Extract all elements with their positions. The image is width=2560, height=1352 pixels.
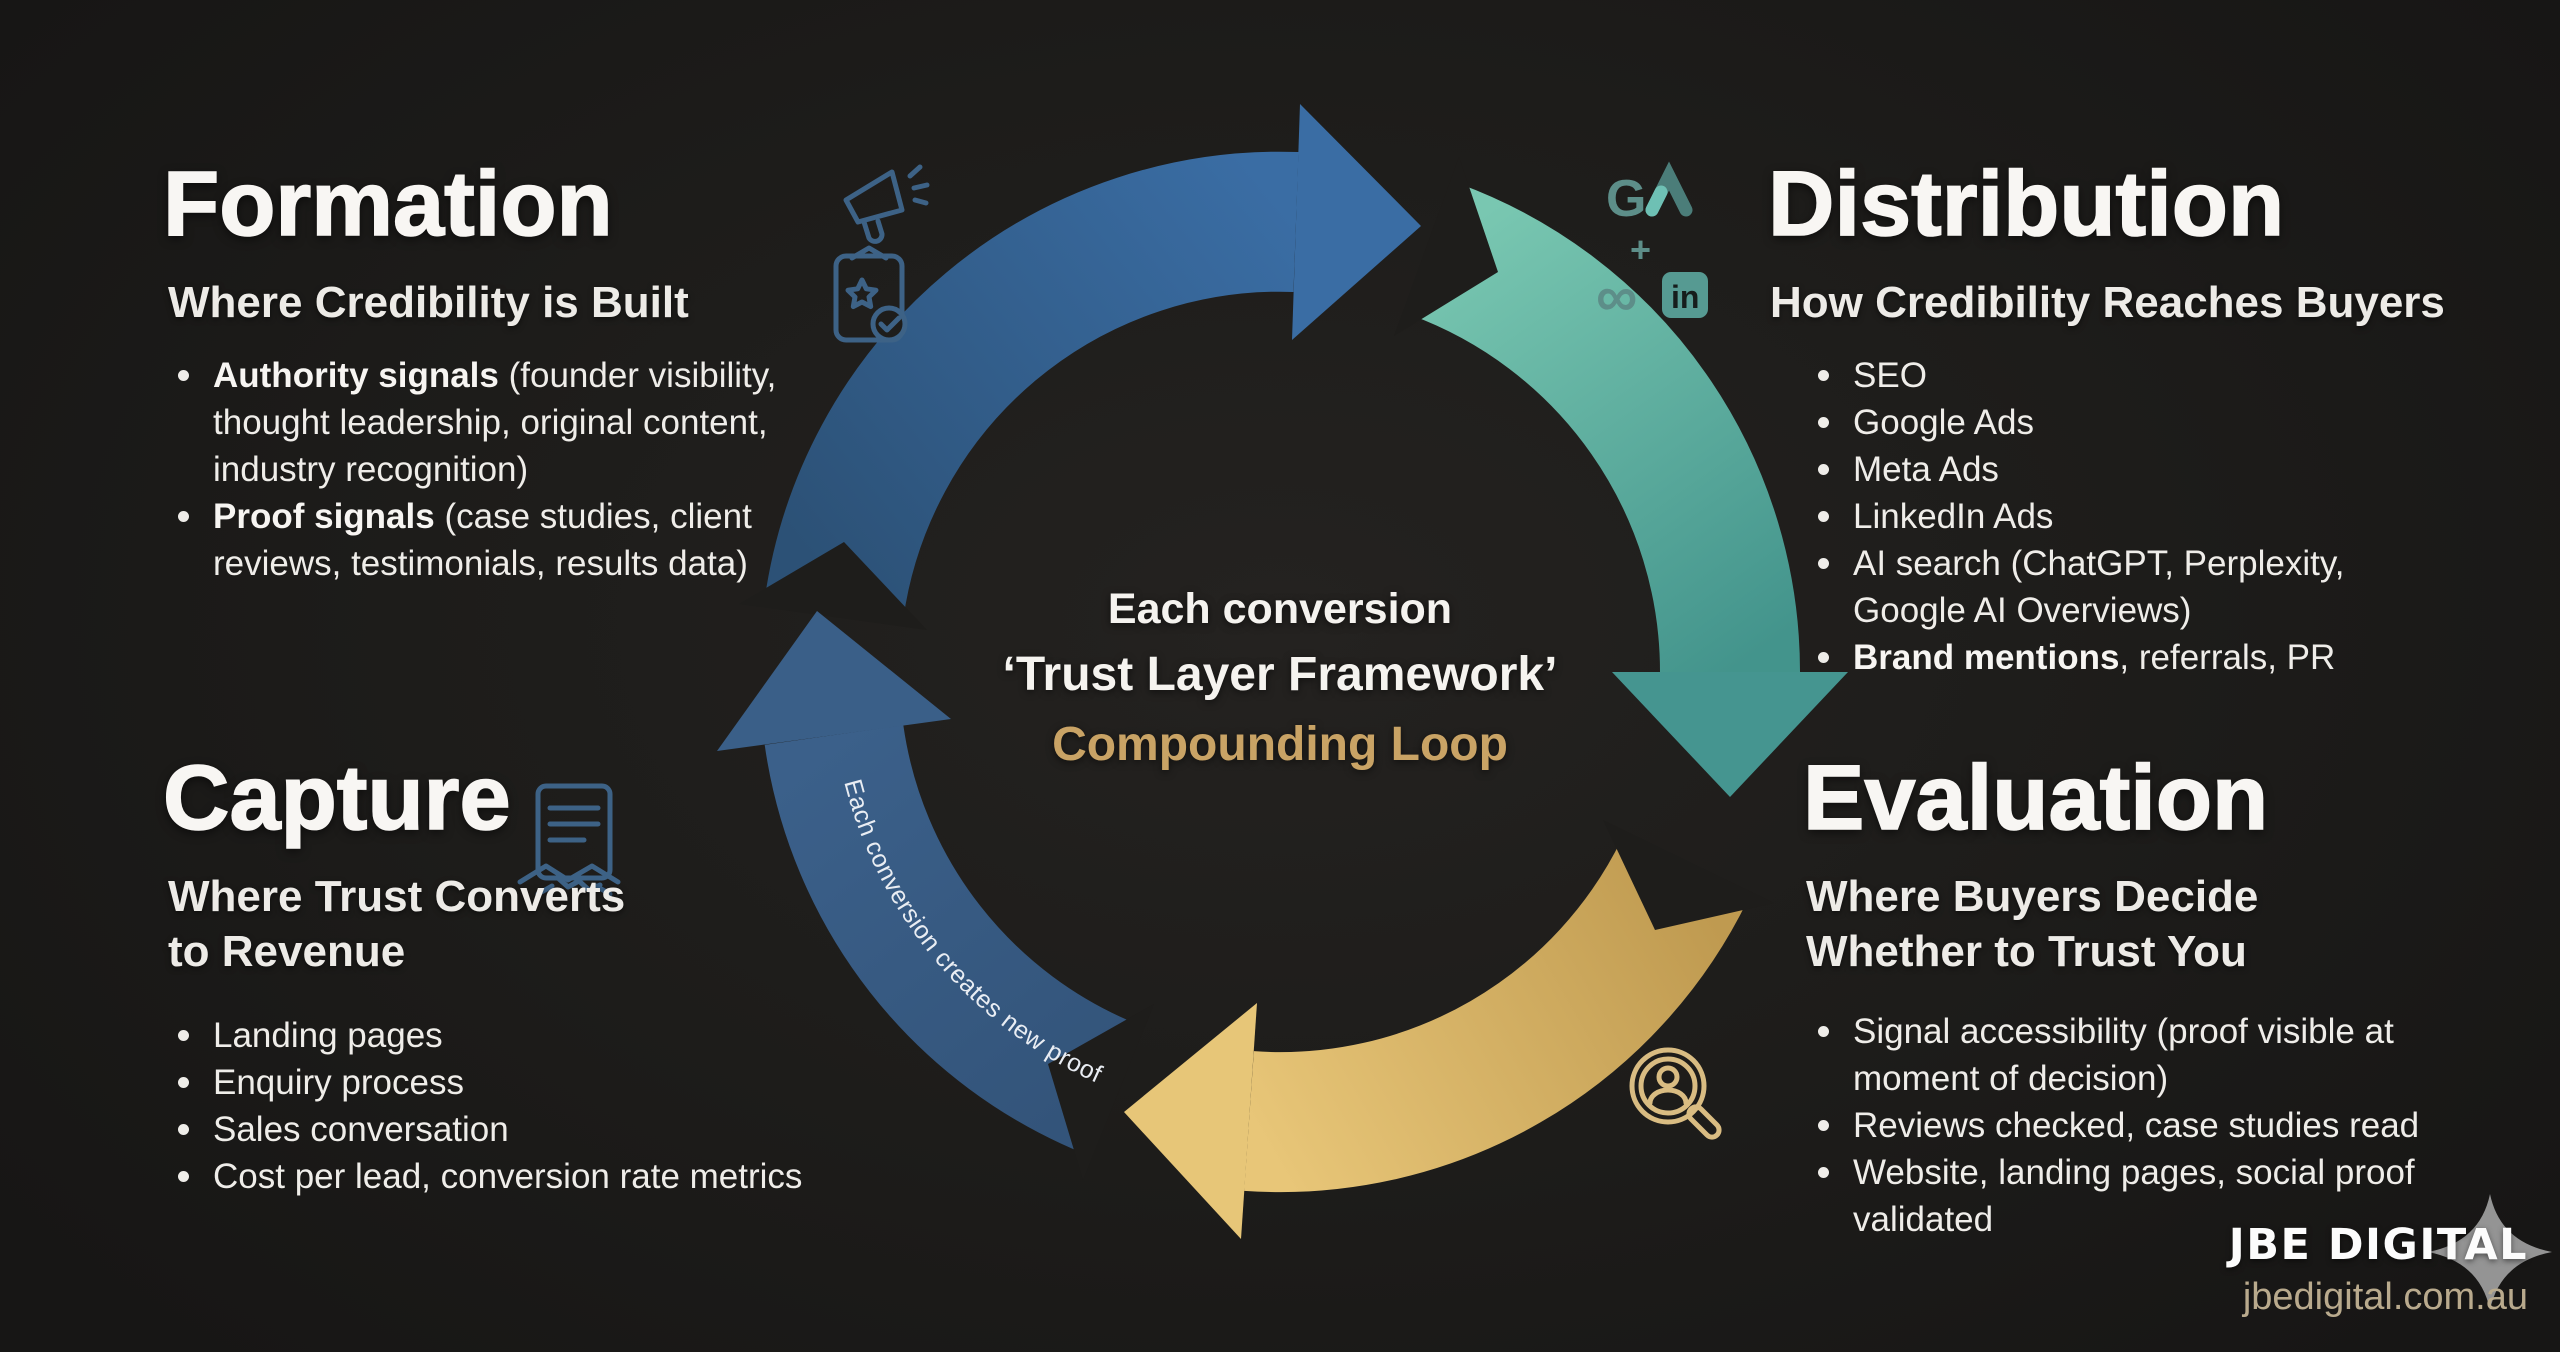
google-icon: G bbox=[1606, 170, 1646, 228]
bullet-item: Proof signals (case studies, client revi… bbox=[176, 493, 816, 587]
clipboard-check-icon bbox=[833, 245, 908, 343]
bullet-item: Website, landing pages, social proof val… bbox=[1816, 1149, 2456, 1243]
bullet-item: Google Ads bbox=[1816, 399, 2376, 446]
formation-title: Formation bbox=[162, 153, 613, 255]
center-line-2: ‘Trust Layer Framework’ bbox=[1002, 648, 1558, 701]
bullet-item: Enquiry process bbox=[176, 1059, 876, 1106]
bullet-item: Reviews checked, case studies read bbox=[1816, 1102, 2456, 1149]
sparkle-icon bbox=[2428, 1194, 2552, 1310]
google-ads-icon bbox=[1645, 161, 1693, 217]
distribution-subtitle: How Credibility Reaches Buyers bbox=[1770, 278, 2445, 327]
center-line-1: Each conversion bbox=[1107, 585, 1453, 633]
distribution-title: Distribution bbox=[1767, 153, 2285, 255]
formation-subtitle: Where Credibility is Built bbox=[168, 278, 689, 327]
arc-formation-to-distribution bbox=[764, 151, 1299, 620]
center-text: Each conversion ‘Trust Layer Framework’ … bbox=[830, 578, 1730, 780]
bullet-item: Authority signals (founder visibility, t… bbox=[176, 352, 816, 493]
linkedin-icon: in bbox=[1662, 272, 1708, 318]
brand-name: JBE DIGITAL bbox=[2228, 1220, 2528, 1270]
bullet-item: AI search (ChatGPT, Perplexity, Google A… bbox=[1816, 540, 2376, 634]
capture-title: Capture bbox=[162, 747, 511, 849]
arc-tail-notch bbox=[1048, 1004, 1154, 1180]
bullet-item: LinkedIn Ads bbox=[1816, 493, 2376, 540]
megaphone-icon bbox=[843, 164, 930, 244]
arc-capture-to-formation bbox=[764, 724, 1139, 1154]
arrowhead-right bbox=[1612, 672, 1848, 797]
evaluation-title: Evaluation bbox=[1802, 747, 2269, 849]
formation-bullet-list: Authority signals (founder visibility, t… bbox=[176, 352, 816, 587]
distribution-platform-icons: G + ∞ in bbox=[1596, 161, 1708, 329]
bullet-item: Signal accessibility (proof visible at m… bbox=[1816, 1008, 2456, 1102]
capture-subtitle: Where Trust Converts to Revenue bbox=[168, 872, 626, 976]
bullet-item: Landing pages bbox=[176, 1012, 876, 1059]
bullet-item: Meta Ads bbox=[1816, 446, 2376, 493]
brand-website: jbedigital.com.au bbox=[2242, 1276, 2528, 1319]
svg-text:in: in bbox=[1671, 279, 1699, 315]
meta-icon: ∞ bbox=[1596, 264, 1637, 329]
evaluation-bullet-list: Signal accessibility (proof visible at m… bbox=[1816, 1008, 2456, 1243]
arrowhead-bottom bbox=[1124, 1003, 1257, 1239]
bullet-item: SEO bbox=[1816, 352, 2376, 399]
arrowhead-top bbox=[1292, 104, 1421, 340]
arc-tail-notch bbox=[1394, 157, 1498, 336]
arc-distribution-to-evaluation bbox=[1409, 183, 1800, 673]
arc-evaluation-to-capture bbox=[1244, 837, 1748, 1193]
bullet-item: Cost per lead, conversion rate metrics bbox=[176, 1153, 876, 1200]
brand-block: JBE DIGITAL jbedigital.com.au bbox=[2228, 1220, 2528, 1319]
arc-tail-notch bbox=[739, 542, 927, 630]
plus-icon: + bbox=[1630, 229, 1651, 270]
contract-handshake-icon bbox=[517, 783, 621, 897]
evaluation-subtitle: Where Buyers Decide Whether to Trust You bbox=[1806, 872, 2259, 976]
bullet-item: Sales conversation bbox=[176, 1106, 876, 1153]
bullet-item: Brand mentions, referrals, PR bbox=[1816, 634, 2376, 681]
arc-tail-notch bbox=[1603, 820, 1774, 930]
search-person-icon bbox=[1629, 1047, 1722, 1140]
center-line-3: Compounding Loop bbox=[1052, 718, 1508, 771]
arrowhead-left bbox=[717, 611, 951, 751]
